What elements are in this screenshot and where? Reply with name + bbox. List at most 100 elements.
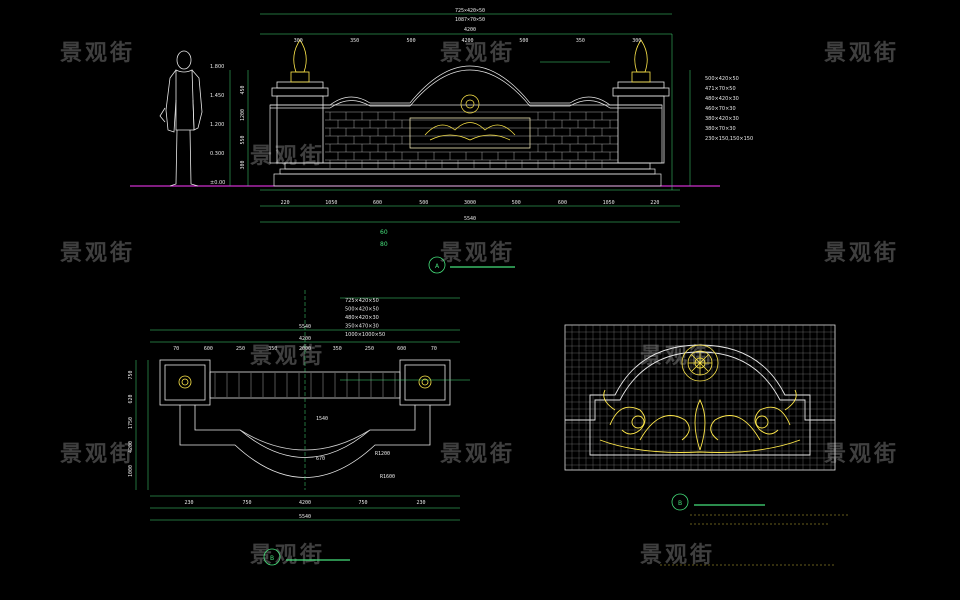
view-marker bbox=[263, 548, 281, 566]
dim-value: 750 bbox=[358, 500, 367, 506]
dim-value: 1000 bbox=[128, 465, 134, 477]
plan-pillar-left bbox=[159, 359, 211, 406]
callout-text: 471×70×50 bbox=[705, 86, 736, 92]
view-marker-label: B bbox=[270, 555, 274, 562]
dim-total: 5540 bbox=[464, 216, 476, 222]
callout-text: 350×470×30 bbox=[345, 324, 379, 330]
note-text: 80 bbox=[380, 241, 388, 248]
elevation-view: 725×420×50 1087×70×50 4200 300 350 500 4200… bbox=[130, 8, 753, 274]
level-mark: ±0.00 bbox=[210, 180, 225, 186]
watermark: 景观街 bbox=[640, 543, 716, 568]
dim-value: 300 bbox=[294, 38, 303, 44]
dim-value: 220 bbox=[281, 200, 290, 206]
dim-value: 350 bbox=[268, 346, 277, 352]
pillar-left bbox=[271, 39, 329, 164]
relief-ornament bbox=[409, 94, 531, 149]
dim-value: 4200 bbox=[128, 441, 134, 453]
dim-value: 670 bbox=[316, 456, 325, 462]
dim-value: 620 bbox=[128, 394, 134, 403]
dim-value: 250 bbox=[365, 346, 374, 352]
dim-total: 5540 bbox=[299, 514, 311, 520]
note-text: 60 bbox=[380, 229, 388, 236]
dim-top: 1087×70×50 bbox=[455, 17, 485, 23]
watermark: 景观街 bbox=[824, 442, 900, 467]
callout-text: 480×420×30 bbox=[705, 96, 739, 102]
acanthus-ornament bbox=[599, 389, 801, 453]
dim-value: 750 bbox=[242, 500, 251, 506]
dim-value: 350 bbox=[576, 38, 585, 44]
watermark: 景观街 bbox=[250, 144, 326, 169]
callout-text: 460×70×30 bbox=[705, 106, 736, 112]
dim-value: 1200 bbox=[240, 109, 246, 121]
radius-label: R1600 bbox=[380, 474, 395, 480]
dim-value: 230 bbox=[184, 500, 193, 506]
dim-value: 1050 bbox=[603, 200, 615, 206]
dim-value: 1050 bbox=[325, 200, 337, 206]
pillar-right bbox=[612, 39, 670, 164]
watermark: 景观街 bbox=[250, 543, 326, 568]
dim-value: 300 bbox=[240, 160, 246, 169]
plan-pillar-right bbox=[399, 359, 451, 406]
rosette bbox=[681, 344, 719, 382]
view-marker bbox=[671, 493, 689, 511]
radius-label: R1200 bbox=[375, 451, 390, 457]
dim-value: 600 bbox=[204, 346, 213, 352]
watermark: 景观街 bbox=[824, 41, 900, 66]
human-figure bbox=[159, 50, 203, 187]
watermark: 景观街 bbox=[60, 241, 136, 266]
dim-value: 500 bbox=[512, 200, 521, 206]
callout-text: 725×420×50 bbox=[345, 298, 379, 304]
view-marker bbox=[428, 256, 446, 274]
relief-detail-view: B bbox=[564, 324, 850, 566]
callout-text: 380×420×30 bbox=[705, 116, 739, 122]
dim-value: 1750 bbox=[128, 417, 134, 429]
dim-value: 1540 bbox=[316, 416, 328, 422]
dim-value: 230 bbox=[416, 500, 425, 506]
callout-text: 1000×1000×50 bbox=[345, 332, 385, 338]
dim-value: 220 bbox=[650, 200, 659, 206]
dim-value: 4200 bbox=[299, 500, 311, 506]
wall-elevation bbox=[269, 65, 663, 187]
view-marker-label: A bbox=[435, 263, 440, 270]
watermark: 景观街 bbox=[824, 241, 900, 266]
dim-overall: 4200 bbox=[299, 336, 311, 342]
callout-text: 380×70×30 bbox=[705, 126, 736, 132]
dim-value: 350 bbox=[350, 38, 359, 44]
dim-value: 70 bbox=[431, 346, 437, 352]
dim-value: 70 bbox=[173, 346, 179, 352]
dim-value: 500 bbox=[419, 200, 428, 206]
callout-text: 480×420×30 bbox=[345, 315, 379, 321]
dim-value: 450 bbox=[240, 85, 246, 94]
dim-value: 500 bbox=[407, 38, 416, 44]
watermark: 景观街 bbox=[440, 442, 516, 467]
dim-value: 600 bbox=[558, 200, 567, 206]
watermark: 景观街 bbox=[60, 442, 136, 467]
callout-text: 500×420×50 bbox=[345, 307, 379, 313]
dim-value: 500 bbox=[519, 38, 528, 44]
dim-overall: 4200 bbox=[464, 27, 476, 33]
level-mark: 1.800 bbox=[210, 64, 224, 70]
watermark: 景观街 bbox=[250, 344, 326, 369]
plan-view: 5540 4200 70 600 250 350 2000 350 250 600 70 725… bbox=[128, 290, 470, 566]
view-marker-label: B bbox=[678, 500, 682, 507]
dim-value: 3000 bbox=[464, 200, 476, 206]
dim-value: 4200 bbox=[461, 38, 473, 44]
dim-value: 600 bbox=[397, 346, 406, 352]
watermark: 景观街 bbox=[60, 41, 136, 66]
watermark: 景观街 bbox=[440, 241, 516, 266]
watermark: 景观街 bbox=[440, 41, 516, 66]
dim-total: 5540 bbox=[299, 324, 311, 330]
dim-value: 600 bbox=[373, 200, 382, 206]
dim-value: 250 bbox=[236, 346, 245, 352]
level-mark: 1.200 bbox=[210, 122, 224, 128]
dim-value: 750 bbox=[128, 370, 134, 379]
callout-text: 500×420×50 bbox=[705, 76, 739, 82]
level-mark: 0.300 bbox=[210, 151, 224, 157]
level-mark: 1.450 bbox=[210, 93, 224, 99]
dim-value: 550 bbox=[240, 135, 246, 144]
dim-value: 350 bbox=[333, 346, 342, 352]
dim-value: 2000 bbox=[299, 346, 311, 352]
dim-top: 725×420×50 bbox=[455, 8, 485, 14]
callout-text: 230×150,150×150 bbox=[705, 136, 753, 142]
